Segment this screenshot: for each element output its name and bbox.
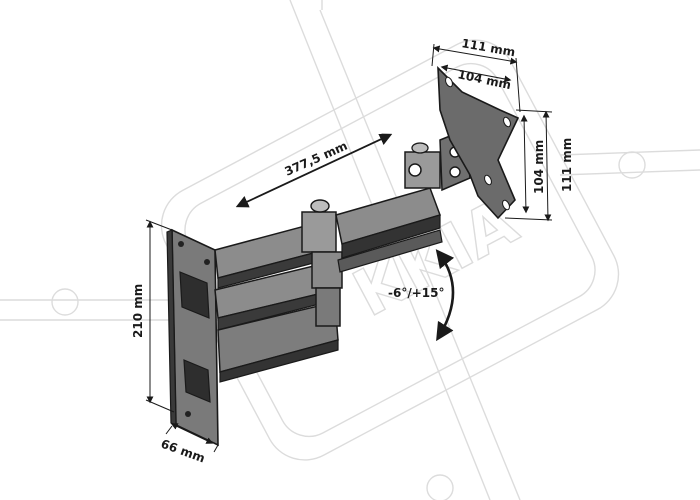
plate-outer-width-label: 111 mm	[460, 36, 516, 59]
wall-plate	[166, 228, 219, 447]
wall-plate-hole	[178, 241, 184, 247]
vesa-hole	[484, 174, 492, 186]
wall-plate-hole	[204, 259, 210, 265]
upper-arm	[335, 187, 443, 273]
plate-outer-height-label: 111 mm	[560, 138, 574, 192]
tilt-range-label: -6°/+15°	[388, 286, 444, 300]
lower-arm	[214, 221, 339, 383]
plate-inner-height-label: 104 mm	[532, 140, 546, 194]
wall-plate-hole	[185, 411, 191, 417]
wall-plate-slot-upper	[179, 271, 210, 319]
wall-plate-height-label: 210 mm	[131, 284, 145, 338]
wall-plate-slot-lower	[183, 359, 211, 403]
vesa-hole	[503, 116, 511, 128]
plate-inner-width-label: 104 mm	[456, 67, 512, 92]
wall-plate-width-label: 66 mm	[159, 437, 207, 466]
vesa-hole	[502, 199, 510, 211]
dimension-lines	[145, 43, 553, 453]
